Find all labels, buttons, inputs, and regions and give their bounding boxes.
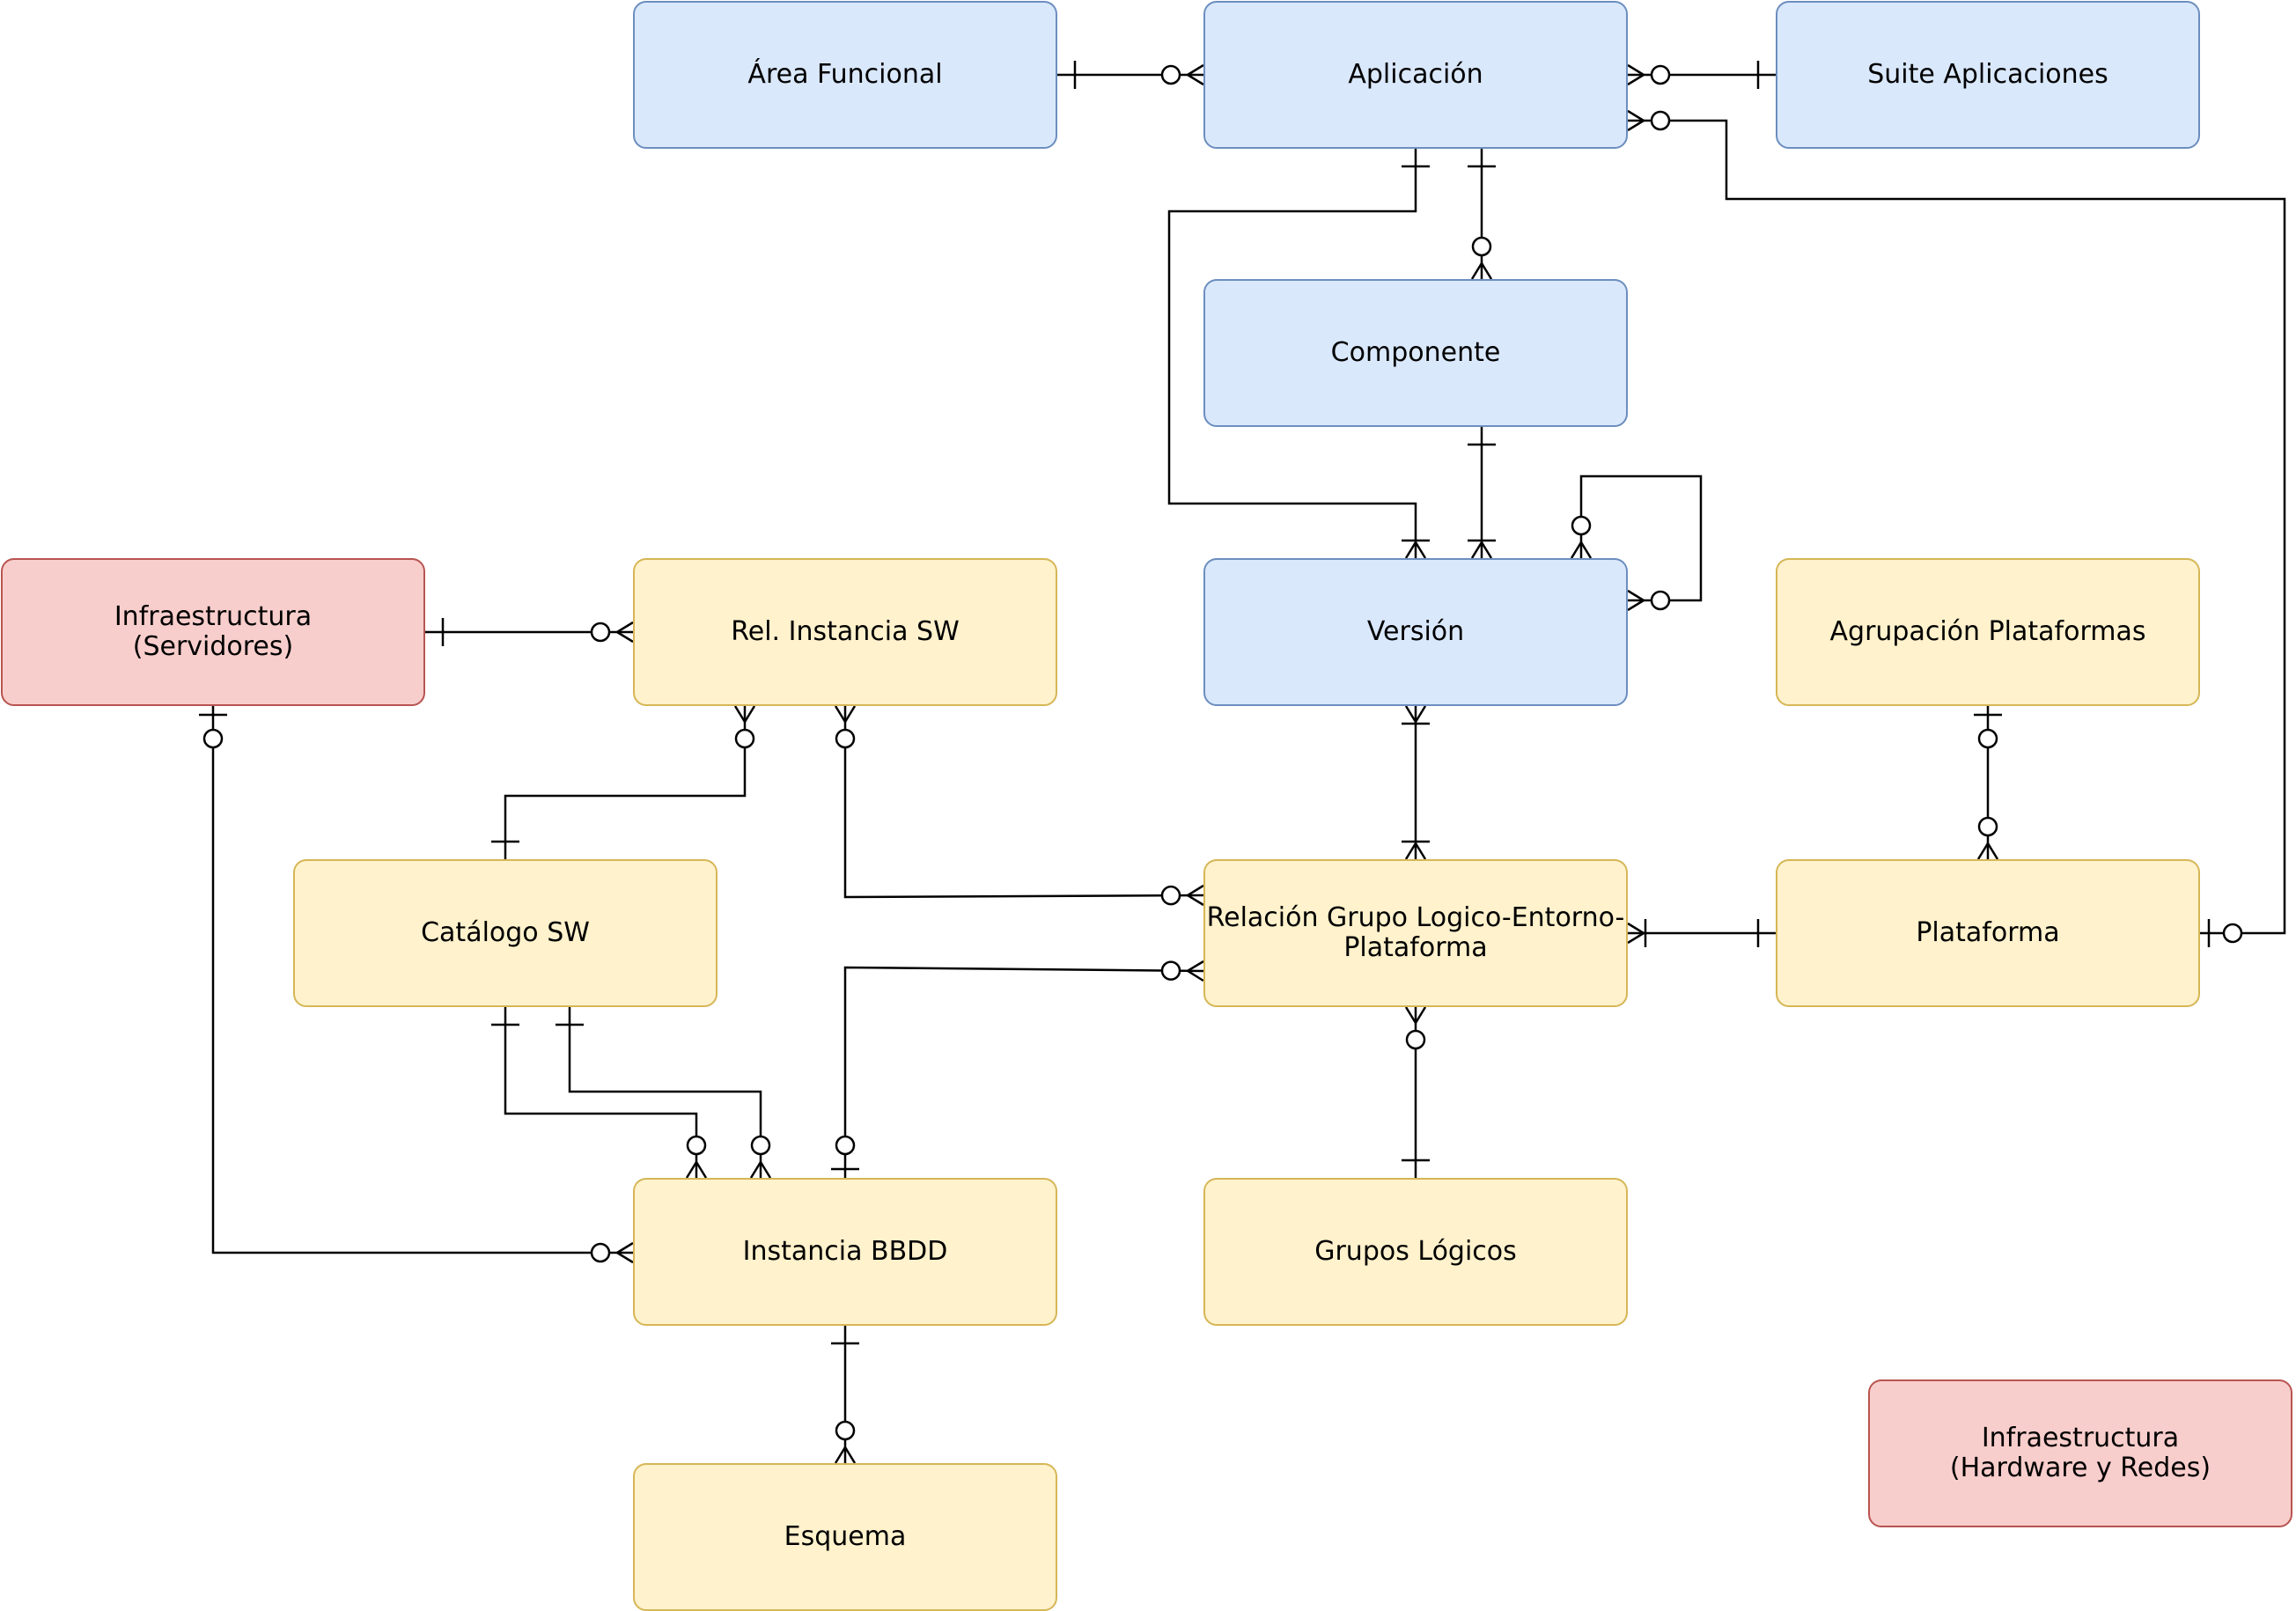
entity-esquema[interactable]: Esquema — [633, 1463, 1057, 1611]
entity-version[interactable]: Versión — [1203, 558, 1628, 706]
edge-catalogo-instancia-bbdd-2 — [568, 1007, 762, 1178]
edge-servidores-instancia-bbdd — [211, 706, 633, 1254]
entity-aplicacion[interactable]: Aplicación — [1203, 1, 1628, 149]
entity-suite-aplicaciones[interactable]: Suite Aplicaciones — [1776, 1, 2200, 149]
edge-plataforma-aplicacion — [1628, 119, 2286, 935]
entity-grupos-logicos[interactable]: Grupos Lógicos — [1203, 1178, 1628, 1326]
edge-rel-instancia-relacion — [843, 706, 1204, 899]
edge-aplicacion-version — [1167, 149, 1417, 558]
entity-agrupacion-plataformas[interactable]: Agrupación Plataformas — [1776, 558, 2200, 706]
entity-area-funcional[interactable]: Área Funcional — [633, 1, 1057, 149]
edge-catalogo-rel-instancia — [504, 706, 747, 859]
entity-relacion-grupo-logico-entorno-plataforma[interactable]: Relación Grupo Logico-Entorno- Plataform… — [1203, 859, 1628, 1007]
entity-infraestructura-hardware-redes[interactable]: Infraestructura (Hardware y Redes) — [1868, 1379, 2292, 1527]
edge-instancia-bbdd-relacion — [843, 966, 1204, 1178]
edge-version-self — [1579, 474, 1703, 602]
entity-infraestructura-servidores[interactable]: Infraestructura (Servidores) — [1, 558, 425, 706]
entity-plataforma[interactable]: Plataforma — [1776, 859, 2200, 1007]
entity-rel-instancia-sw[interactable]: Rel. Instancia SW — [633, 558, 1057, 706]
entity-componente[interactable]: Componente — [1203, 279, 1628, 427]
entity-instancia-bbdd[interactable]: Instancia BBDD — [633, 1178, 1057, 1326]
entity-catalogo-sw[interactable]: Catálogo SW — [293, 859, 718, 1007]
